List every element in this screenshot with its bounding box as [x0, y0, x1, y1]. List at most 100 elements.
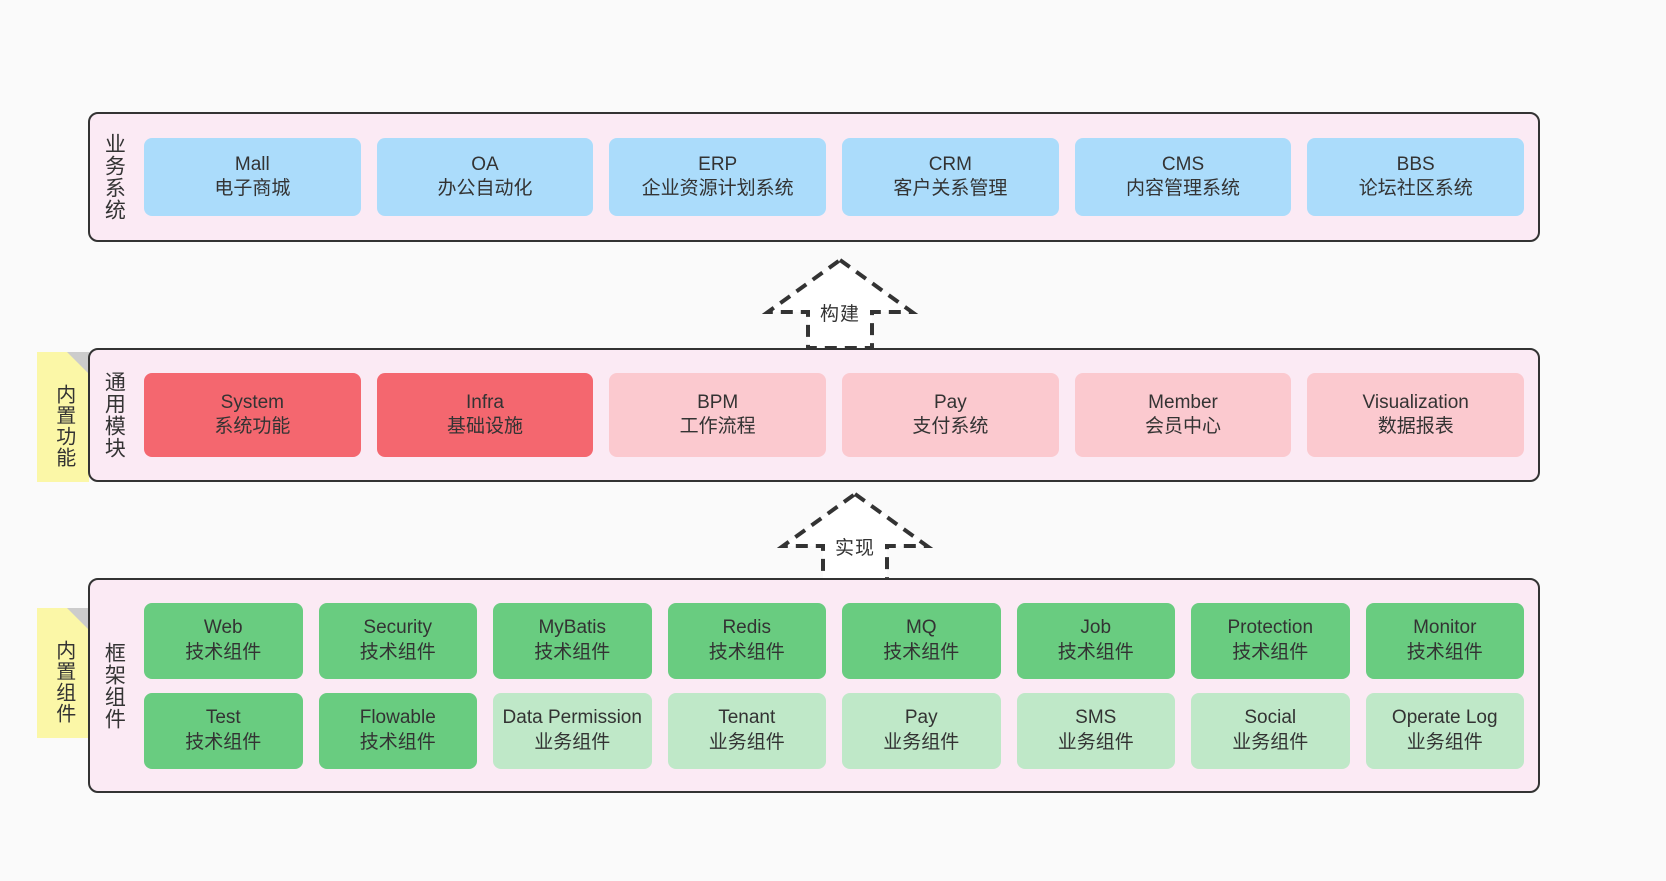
card-description: 系统功能	[214, 416, 291, 437]
card-name: MyBatis	[538, 617, 607, 639]
card-description: 电子商城	[214, 178, 291, 199]
card-description: 内容管理系统	[1126, 178, 1241, 199]
card-description: 技术组件	[185, 731, 262, 753]
card-name: BPM	[697, 391, 739, 413]
card-description: 企业资源计划系统	[641, 178, 794, 199]
card-name: Mall	[234, 153, 270, 175]
card-description: 基础设施	[447, 416, 524, 437]
card-description: 数据报表	[1377, 416, 1454, 437]
card-name: ERP	[698, 153, 738, 175]
arrow-implement-shape	[776, 491, 934, 584]
layer-business-systems: 业务系统 Mall 电子商城 OA 办公自动化 ERP 企业资源计划系统 CRM 客户关系管理…	[88, 112, 1540, 242]
card-name: Member	[1148, 391, 1218, 413]
card-name: Data Permission	[502, 707, 642, 729]
card-description: 技术组件	[1057, 641, 1134, 663]
card-description: 论坛社区系统	[1358, 178, 1473, 199]
card-name: CMS	[1161, 153, 1205, 175]
arrow-implement: 实现	[775, 488, 935, 588]
layer-common-modules-title: 通用模块	[102, 371, 126, 459]
card-pay[interactable]: Pay 支付系统	[842, 373, 1059, 457]
card-visualization[interactable]: Visualization 数据报表	[1307, 373, 1525, 457]
card-description: 技术组件	[359, 731, 436, 753]
card-description: 业务组件	[534, 731, 611, 753]
card-name: Protection	[1227, 617, 1314, 639]
card-description: 技术组件	[1232, 641, 1309, 663]
card-erp[interactable]: ERP 企业资源计划系统	[609, 138, 827, 216]
card-name: Web	[203, 617, 243, 639]
sticky-note-builtin-features-label: 内置功能	[52, 384, 75, 468]
card-description: 技术组件	[708, 641, 785, 663]
layer-business-systems-title: 业务系统	[102, 133, 126, 221]
card-name: Tenant	[718, 707, 776, 729]
card-infra[interactable]: Infra 基础设施	[376, 373, 594, 457]
card-bbs[interactable]: BBS 论坛社区系统	[1307, 138, 1525, 216]
card-name: Monitor	[1413, 617, 1477, 639]
card-name: Job	[1080, 617, 1112, 639]
card-name: OA	[471, 153, 499, 175]
layer-common-modules: 通用模块 System 系统功能 Infra 基础设施 BPM 工作流程 Pay 支付系统 Me…	[88, 348, 1540, 482]
common-modules-card-list: System 系统功能 Infra 基础设施 BPM 工作流程 Pay 支付系统 Member 会…	[136, 350, 1538, 480]
card-description: 技术组件	[883, 641, 960, 663]
card-name: CRM	[928, 153, 972, 175]
card-oa[interactable]: OA 办公自动化	[376, 138, 594, 216]
card-crm[interactable]: CRM 客户关系管理	[842, 138, 1059, 216]
card-description: 会员中心	[1145, 416, 1222, 437]
card-description: 工作流程	[679, 416, 756, 437]
card-name: System	[220, 391, 285, 413]
card-mall[interactable]: Mall 电子商城	[144, 138, 361, 216]
sticky-note-builtin-components-label: 内置组件	[52, 640, 75, 724]
layer-framework-components-title: 框架组件	[102, 641, 126, 730]
card-name: SMS	[1075, 707, 1117, 729]
card-description: 办公自动化	[437, 178, 533, 199]
card-description: 技术组件	[534, 641, 611, 663]
card-description: 业务组件	[708, 731, 785, 753]
sticky-note-builtin-features: 内置功能	[37, 352, 89, 482]
card-name: Operate Log	[1391, 707, 1498, 729]
card-description: 技术组件	[359, 641, 436, 663]
card-name: Social	[1244, 707, 1297, 729]
card-description: 业务组件	[1057, 731, 1134, 753]
card-name: Visualization	[1362, 391, 1469, 413]
card-name: Flowable	[359, 707, 436, 729]
card-cms[interactable]: CMS 内容管理系统	[1074, 138, 1292, 216]
card-description: 业务组件	[1406, 731, 1483, 753]
card-name: Security	[363, 617, 433, 639]
arrow-build-shape	[761, 257, 919, 350]
card-description: 业务组件	[1232, 731, 1309, 753]
card-name: Pay	[933, 391, 967, 413]
arrow-build: 构建	[760, 254, 920, 354]
card-name: BBS	[1396, 153, 1435, 175]
card-description: 支付系统	[912, 416, 989, 437]
business-systems-card-list: Mall 电子商城 OA 办公自动化 ERP 企业资源计划系统 CRM 客户关系管理 CMS 内容…	[136, 114, 1538, 240]
card-description: 技术组件	[185, 641, 262, 663]
card-name: Infra	[465, 391, 505, 413]
card-bpm[interactable]: BPM 工作流程	[609, 373, 827, 457]
card-name: Pay	[904, 707, 938, 729]
card-name: Redis	[722, 617, 772, 639]
sticky-note-builtin-components: 内置组件	[37, 608, 89, 738]
card-member[interactable]: Member 会员中心	[1074, 373, 1292, 457]
card-description: 技术组件	[1406, 641, 1483, 663]
card-description: 客户关系管理	[893, 178, 1008, 199]
card-system[interactable]: System 系统功能	[144, 373, 361, 457]
